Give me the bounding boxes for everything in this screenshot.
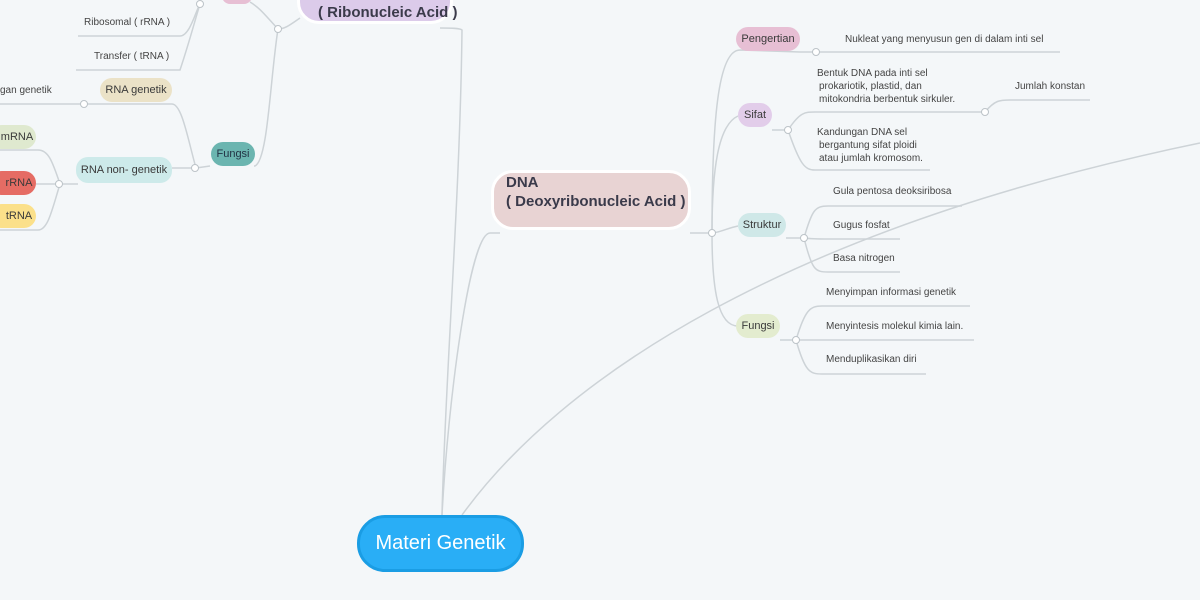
sifat-leaf-1[interactable]: Bentuk DNA pada inti sel prokariotik, pl… bbox=[817, 68, 956, 105]
rna-genetik-node[interactable]: RNA genetik bbox=[100, 78, 172, 102]
hub-dot-rna-top bbox=[196, 0, 204, 8]
mrna-node[interactable]: mRNA bbox=[0, 125, 36, 149]
rna-fungsi-node[interactable]: Fungsi bbox=[211, 142, 255, 166]
hub-dot-sifat bbox=[784, 126, 792, 134]
rna-ribosomal-leaf[interactable]: Ribosomal ( rRNA ) bbox=[84, 17, 171, 28]
sifat-leaf-1-child[interactable]: Jumlah konstan bbox=[1015, 81, 1086, 92]
sifat-node[interactable]: Sifat bbox=[738, 103, 772, 127]
hub-dot-sifat-leaf bbox=[981, 108, 989, 116]
rna-transfer-leaf[interactable]: Transfer ( tRNA ) bbox=[94, 51, 170, 62]
trna-node[interactable]: tRNA bbox=[0, 204, 36, 228]
rna-non-genetik-node[interactable]: RNA non- genetik bbox=[76, 157, 172, 183]
rrna-node[interactable]: rRNA bbox=[0, 171, 36, 195]
root-node-materi-genetik[interactable]: Materi Genetik bbox=[357, 515, 524, 572]
sifat-leaf-2[interactable]: Kandungan DNA sel bergantung sifat ploid… bbox=[817, 127, 923, 164]
hub-dot-dna bbox=[708, 229, 716, 237]
fungsi-leaf-menduplikasikan[interactable]: Menduplikasikan diri bbox=[826, 354, 917, 365]
rna-top-child-node[interactable] bbox=[222, 0, 252, 4]
hub-dot-rna-genetik bbox=[80, 100, 88, 108]
rna-node-subtitle: ( Ribonucleic Acid ) bbox=[318, 3, 458, 21]
fungsi-leaf-menyimpan[interactable]: Menyimpan informasi genetik bbox=[826, 287, 957, 298]
hub-dot-struktur bbox=[800, 234, 808, 242]
struktur-node[interactable]: Struktur bbox=[738, 213, 786, 237]
struktur-leaf-basa[interactable]: Basa nitrogen bbox=[833, 253, 895, 264]
hub-dot-rna-fungsi bbox=[191, 164, 199, 172]
hub-dot-fungsi-dna bbox=[792, 336, 800, 344]
fungsi-leaf-menyintesis[interactable]: Menyintesis molekul kimia lain. bbox=[826, 321, 964, 332]
hub-dot-root-rna bbox=[274, 25, 282, 33]
hub-dot-pengertian bbox=[812, 48, 820, 56]
struktur-leaf-fosfat[interactable]: Gugus fosfat bbox=[833, 220, 890, 231]
dna-node-subtitle: ( Deoxyribonucleic Acid ) bbox=[506, 193, 686, 210]
rna-node[interactable]: ( Ribonucleic Acid ) bbox=[297, 0, 457, 24]
pengertian-node[interactable]: Pengertian bbox=[736, 27, 800, 51]
pengertian-leaf[interactable]: Nukleat yang menyusun gen di dalam inti … bbox=[845, 34, 1044, 45]
hub-dot-rna-non-genetik bbox=[55, 180, 63, 188]
rna-genetik-leaf[interactable]: gan genetik bbox=[0, 85, 52, 96]
dna-node[interactable]: DNA ( Deoxyribonucleic Acid ) bbox=[491, 170, 691, 230]
dna-node-title: DNA bbox=[506, 174, 539, 191]
fungsi-dna-node[interactable]: Fungsi bbox=[736, 314, 780, 338]
struktur-leaf-gula[interactable]: Gula pentosa deoksiribosa bbox=[833, 186, 952, 197]
